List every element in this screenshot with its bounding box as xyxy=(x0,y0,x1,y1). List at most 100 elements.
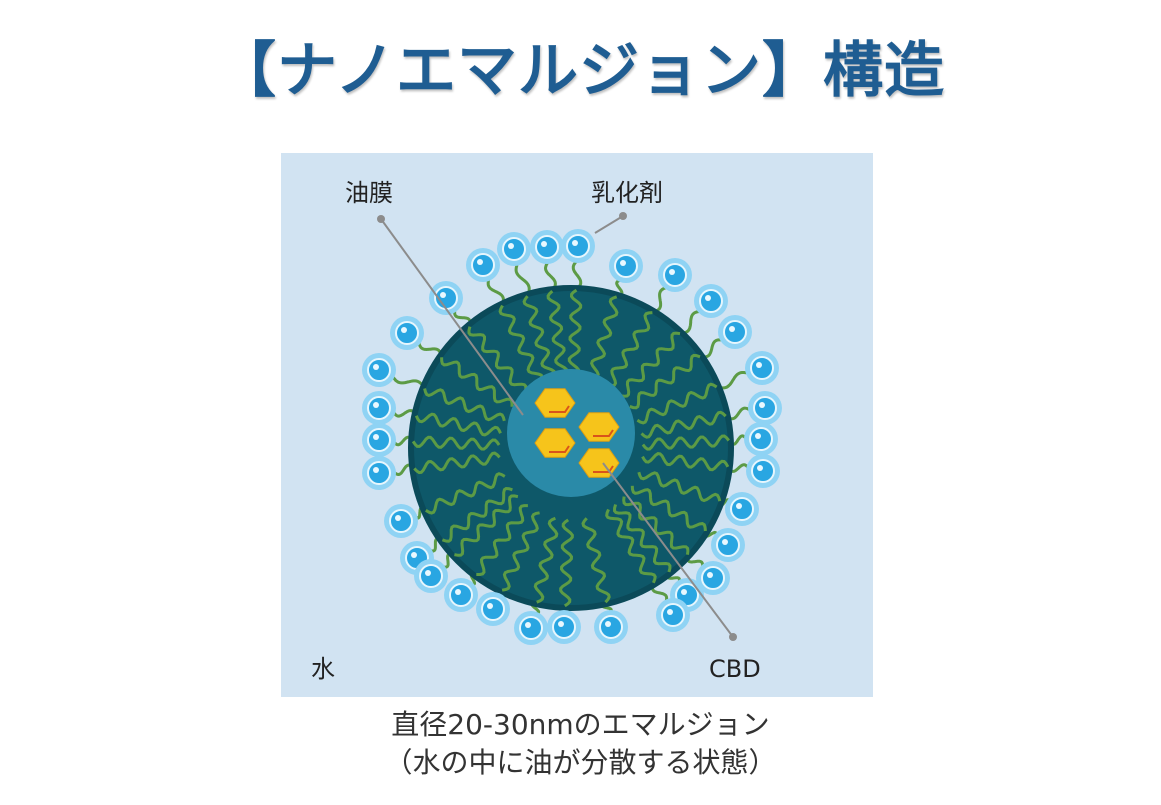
emulsifier-tail xyxy=(411,435,501,451)
emulsifier-head xyxy=(751,459,775,483)
emulsifier-tail xyxy=(620,331,681,398)
emulsifier-head-shine xyxy=(455,589,461,595)
emulsifier-head-shine xyxy=(681,589,687,595)
cbd-hexagon xyxy=(578,412,620,442)
emulsifier-tail xyxy=(641,452,730,472)
emulsifier-head-shine xyxy=(620,260,626,266)
diagram-panel: 油膜 乳化剤 水 CBD xyxy=(281,153,873,697)
emulsifier-head-shine xyxy=(757,465,763,471)
emulsifier-head xyxy=(519,616,543,640)
emulsifier-tail xyxy=(441,486,513,543)
emulsifier-tail xyxy=(605,508,657,584)
cbd-label: CBD xyxy=(709,655,761,683)
emulsifier-head xyxy=(481,597,505,621)
emulsifier-head-shine xyxy=(373,467,379,473)
emulsifier-head xyxy=(661,603,685,627)
emulsifier-head xyxy=(753,396,777,420)
emulsifier-tail xyxy=(546,289,569,378)
cbd-hexagon-accent xyxy=(549,405,570,413)
caption-line-2: （水の中に油が分散する状態） xyxy=(384,746,777,779)
emulsifier-head xyxy=(716,533,740,557)
emulsifier-head xyxy=(749,427,773,451)
emulsifier-head xyxy=(723,320,747,344)
emulsifier-tail xyxy=(413,451,501,475)
emulsifier-head xyxy=(367,358,391,382)
cbd-hexagon xyxy=(534,428,576,458)
cbd-pointer-dot xyxy=(729,633,737,641)
emulsifier-head xyxy=(395,321,419,345)
emulsifier-head-shine xyxy=(756,362,762,368)
water-label: 水 xyxy=(311,655,335,683)
emulsifier-heads xyxy=(362,229,782,645)
emulsifier-tail xyxy=(622,496,690,555)
emulsifier-label: 乳化剤 xyxy=(591,179,663,207)
cbd-molecules xyxy=(534,388,620,478)
emulsifier-pointer-dot xyxy=(619,212,627,220)
emulsifier-head-shine xyxy=(425,570,431,576)
emulsifier-tails-inner xyxy=(411,288,730,608)
emulsifier-head-shine xyxy=(736,503,742,509)
emulsifier-tail-outer xyxy=(651,285,669,315)
emulsifier-head-shine xyxy=(373,364,379,370)
emulsifier-tail xyxy=(636,382,718,425)
emulsifier-head-shine xyxy=(411,552,417,558)
emulsifier-head xyxy=(699,289,723,313)
emulsifier-head-shine xyxy=(401,327,407,333)
cbd-hexagon-accent xyxy=(593,429,614,437)
emulsifier-tail xyxy=(640,410,727,439)
cbd-pointer-line xyxy=(602,462,734,638)
emulsifier-head xyxy=(701,566,725,590)
emulsifier-tail xyxy=(559,518,574,608)
oil-core-highlight xyxy=(408,285,734,611)
emulsifier-tail xyxy=(498,304,544,384)
emulsifier-head xyxy=(367,396,391,420)
emulsifier-head xyxy=(730,497,754,521)
emulsifier-tail-outer xyxy=(679,309,702,336)
emulsifier-head-shine xyxy=(440,292,446,298)
emulsifier-tail xyxy=(567,288,583,378)
emulsifier-head xyxy=(552,615,576,639)
emulsifier-head xyxy=(367,461,391,485)
emulsifier-tail-outer xyxy=(571,259,583,292)
emulsifier-head xyxy=(663,263,687,287)
emulsifier-head xyxy=(367,428,391,452)
emulsifier-head-shine xyxy=(669,269,675,275)
emulsifier-tail xyxy=(423,388,506,422)
emulsifier-tail-outer xyxy=(514,261,531,297)
cbd-hexagon xyxy=(534,388,576,418)
caption-line-1: 直径20-30nmのエマルジョン xyxy=(391,708,770,741)
emulsifier-head-shine xyxy=(572,240,578,246)
caption: 直径20-30nmのエマルジョン （水の中に油が分散する状態） xyxy=(0,706,1161,782)
emulsifier-head-shine xyxy=(705,295,711,301)
emulsifier-tail xyxy=(414,412,502,437)
emulsifier-head-shine xyxy=(395,515,401,521)
emulsifier-tail-outer xyxy=(390,374,426,390)
emulsifier-head xyxy=(750,356,774,380)
emulsifier-head xyxy=(566,234,590,258)
emulsifier-tail-outer xyxy=(486,277,505,307)
page-title: 【ナノエマルジョン】構造 xyxy=(216,36,945,106)
emulsifier-head xyxy=(449,583,473,607)
emulsifier-head-shine xyxy=(722,539,728,545)
emulsifier-tail xyxy=(501,511,540,592)
oil-film-pointer-dot xyxy=(377,215,385,223)
emulsifier-pointer-line xyxy=(594,215,624,234)
emulsifier-head-shine xyxy=(605,621,611,627)
emulsifier-head-shine xyxy=(759,402,765,408)
emulsifier-head-shine xyxy=(755,433,761,439)
emulsifier-head-shine xyxy=(667,609,673,615)
emulsifier-head-shine xyxy=(558,621,564,627)
cbd-hexagon-accent xyxy=(549,445,570,453)
emulsifier-head xyxy=(599,615,623,639)
emulsifier-head xyxy=(535,235,559,259)
emulsifier-tail xyxy=(581,517,611,604)
emulsifier-head-shine xyxy=(477,259,483,265)
emulsifier-head xyxy=(502,237,526,261)
emulsifier-tail xyxy=(612,504,672,573)
emulsifier-tail xyxy=(641,434,730,451)
emulsifier-head-shine xyxy=(508,243,514,249)
emulsifier-tail xyxy=(454,494,519,557)
emulsifier-tail-outer xyxy=(543,260,557,292)
emulsifier-head xyxy=(614,254,638,278)
emulsifier-tail xyxy=(476,504,528,576)
